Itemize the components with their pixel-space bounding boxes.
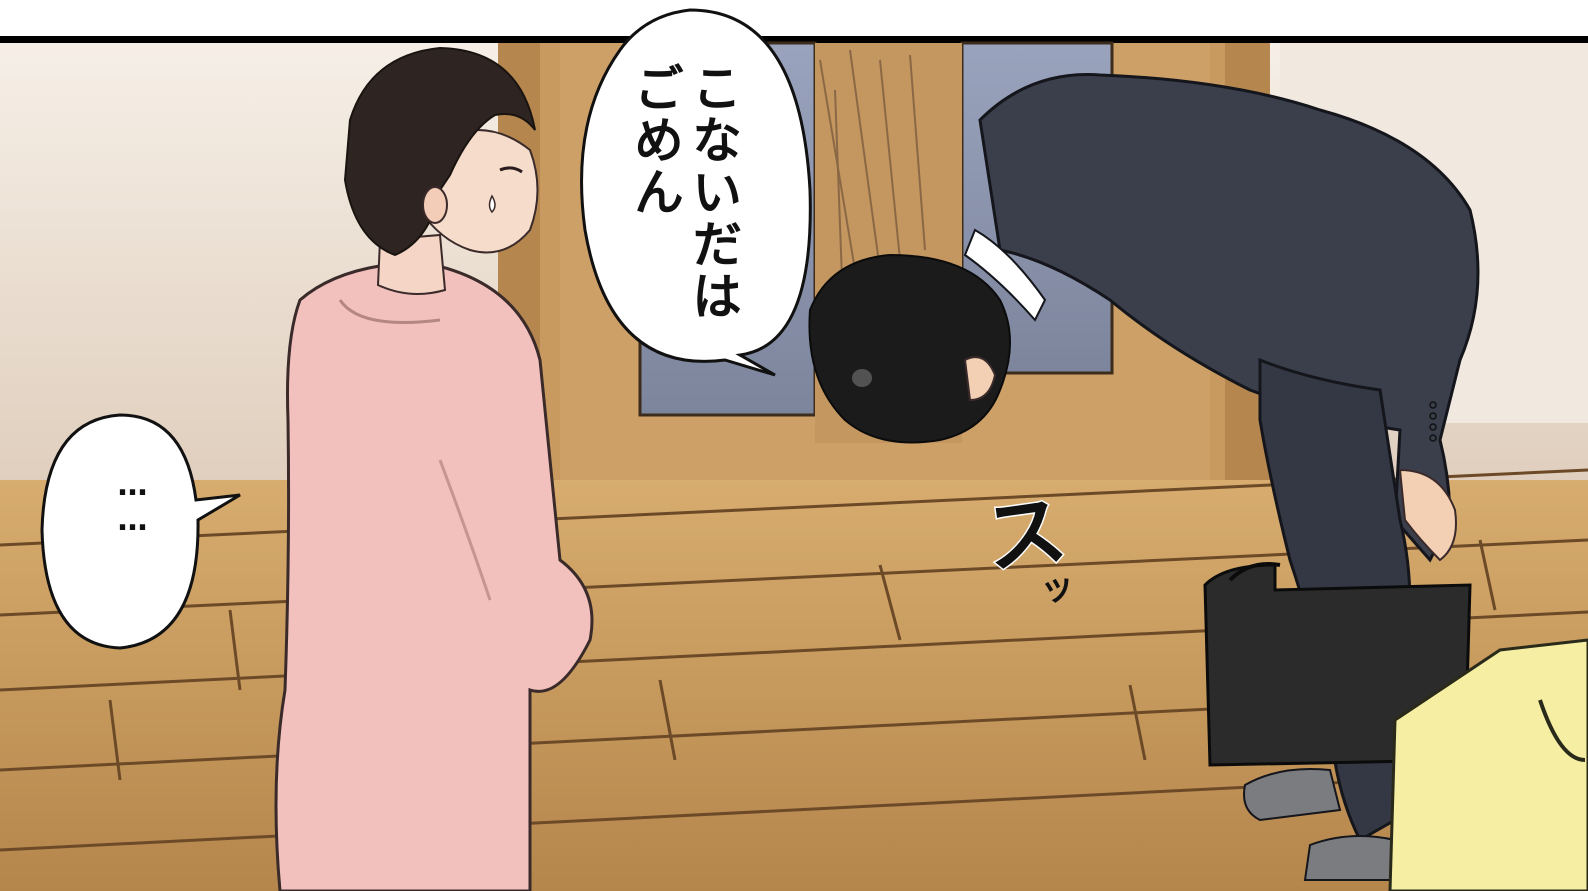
panel-border-top	[0, 36, 1588, 43]
top-margin	[0, 0, 1588, 38]
speech-bubble-text: こないだはごめん	[626, 62, 742, 322]
ellipsis-bubble	[40, 413, 241, 650]
shopping-bag	[1388, 638, 1588, 891]
woman-figure	[274, 46, 594, 891]
ellipsis-bubble-text: ……	[115, 468, 150, 538]
speech-bubble	[580, 8, 812, 377]
